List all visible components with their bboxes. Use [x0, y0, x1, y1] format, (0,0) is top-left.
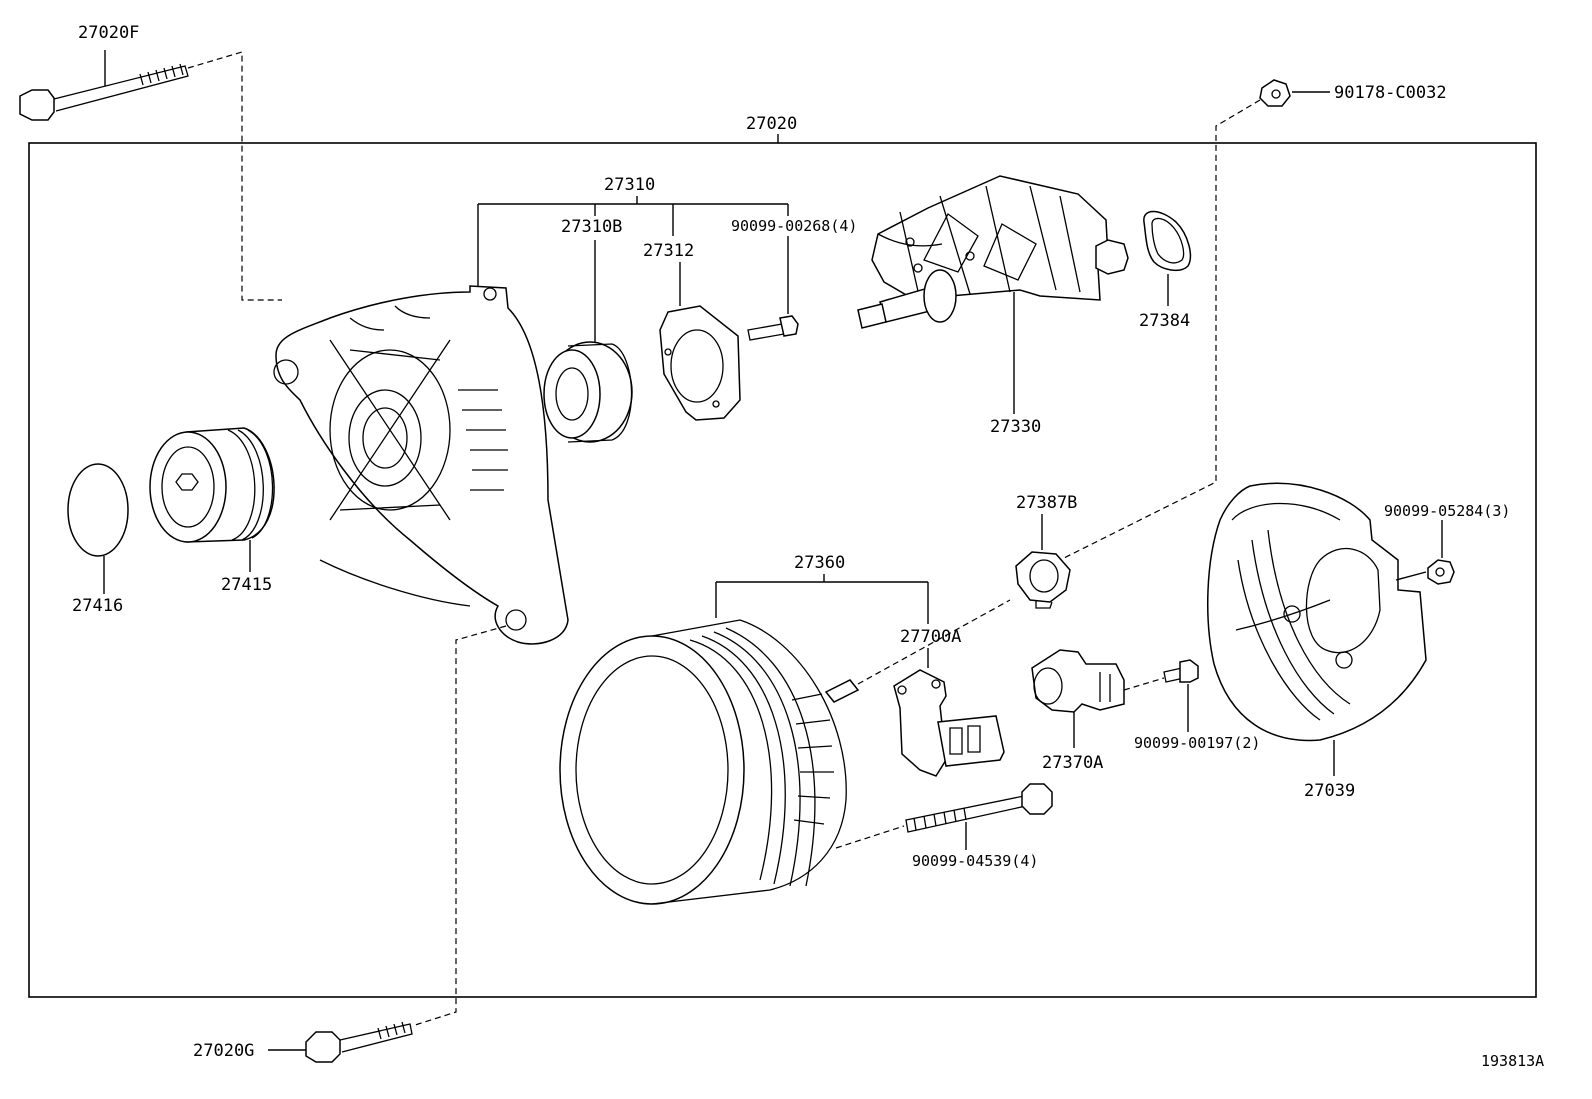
brush-holder-27370a[interactable]: [1031, 649, 1125, 713]
rotor-27330[interactable]: [857, 175, 1129, 329]
insulator-27387b[interactable]: [1015, 551, 1071, 609]
label-90099-04539: 90099-04539(4): [912, 852, 1038, 870]
drawing-id: 193813A: [1481, 1052, 1544, 1070]
assembly-frame: [28, 142, 1537, 998]
label-27020g: 27020G: [193, 1041, 254, 1061]
nut-90099-05284[interactable]: [1427, 559, 1455, 585]
label-27700a: 27700A: [900, 627, 961, 647]
label-90178-c0032: 90178-C0032: [1334, 83, 1447, 103]
through-bolt-90099-04539[interactable]: [905, 783, 1053, 833]
screw-90099-00197[interactable]: [1163, 659, 1199, 683]
stator-27360[interactable]: [559, 619, 860, 905]
screw-90099-00268[interactable]: [747, 315, 799, 341]
label-90099-00197: 90099-00197(2): [1134, 734, 1260, 752]
label-27370a: 27370A: [1042, 753, 1103, 773]
label-27415: 27415: [221, 575, 272, 595]
label-90099-00268: 90099-00268(4): [731, 217, 857, 235]
regulator-27700a[interactable]: [893, 669, 1005, 777]
bearing-27310b[interactable]: [543, 341, 633, 443]
pulley-cap-27416[interactable]: [67, 463, 129, 557]
label-27020: 27020: [746, 114, 797, 134]
label-27387b: 27387B: [1016, 493, 1077, 513]
label-27360: 27360: [794, 553, 845, 573]
label-27020f: 27020F: [78, 23, 139, 43]
label-27310b: 27310B: [561, 217, 622, 237]
label-27384: 27384: [1139, 311, 1190, 331]
bolt-27020f[interactable]: [19, 63, 189, 121]
label-27312: 27312: [643, 241, 694, 261]
drive-end-frame[interactable]: [273, 285, 569, 645]
label-27039: 27039: [1304, 781, 1355, 801]
label-27330: 27330: [990, 417, 1041, 437]
spacer-27384[interactable]: [1143, 210, 1192, 272]
nut-90178-c0032[interactable]: [1259, 79, 1291, 107]
label-90099-05284: 90099-05284(3): [1384, 502, 1510, 520]
label-27310: 27310: [604, 175, 655, 195]
pulley-27415[interactable]: [149, 427, 275, 543]
rear-cover-27039[interactable]: [1207, 482, 1427, 742]
bolt-27020g[interactable]: [305, 1021, 413, 1063]
retainer-27312[interactable]: [659, 305, 741, 421]
label-27416: 27416: [72, 596, 123, 616]
